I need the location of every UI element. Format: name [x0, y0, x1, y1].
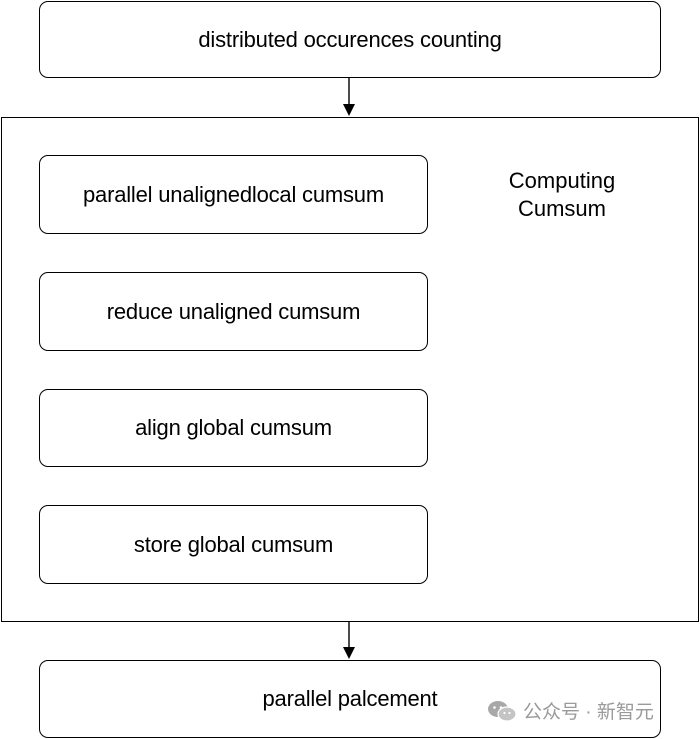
group-label: Computing Cumsum: [508, 168, 616, 221]
arrow-group-to-bottom: [343, 622, 355, 659]
node-label: parallel unalignedlocal cumsum: [83, 181, 384, 207]
node-align-global-cumsum[interactable]: align global cumsum: [39, 389, 428, 467]
node-label: align global cumsum: [135, 415, 332, 440]
arrow-top-to-group: [343, 78, 355, 116]
node-reduce-unaligned-cumsum[interactable]: reduce unaligned cumsum: [39, 272, 428, 351]
wechat-logo-icon: [487, 700, 517, 722]
node-distributed-occurences-counting[interactable]: distributed occurences counting: [39, 1, 661, 78]
watermark-text: 公众号 · 新智元: [523, 702, 654, 723]
node-label: reduce unaligned cumsum: [106, 298, 361, 324]
node-parallel-unalignedlocal-cumsum[interactable]: parallel unalignedlocal cumsum: [39, 155, 428, 234]
node-store-global-cumsum[interactable]: store global cumsum: [39, 505, 428, 584]
node-label: distributed occurences counting: [198, 26, 502, 52]
node-label: parallel palcement: [262, 686, 438, 711]
node-parallel-palcement[interactable]: parallel palcement: [39, 660, 661, 738]
node-label: store global cumsum: [133, 531, 334, 557]
watermark: 公众号 · 新智元: [487, 697, 654, 724]
